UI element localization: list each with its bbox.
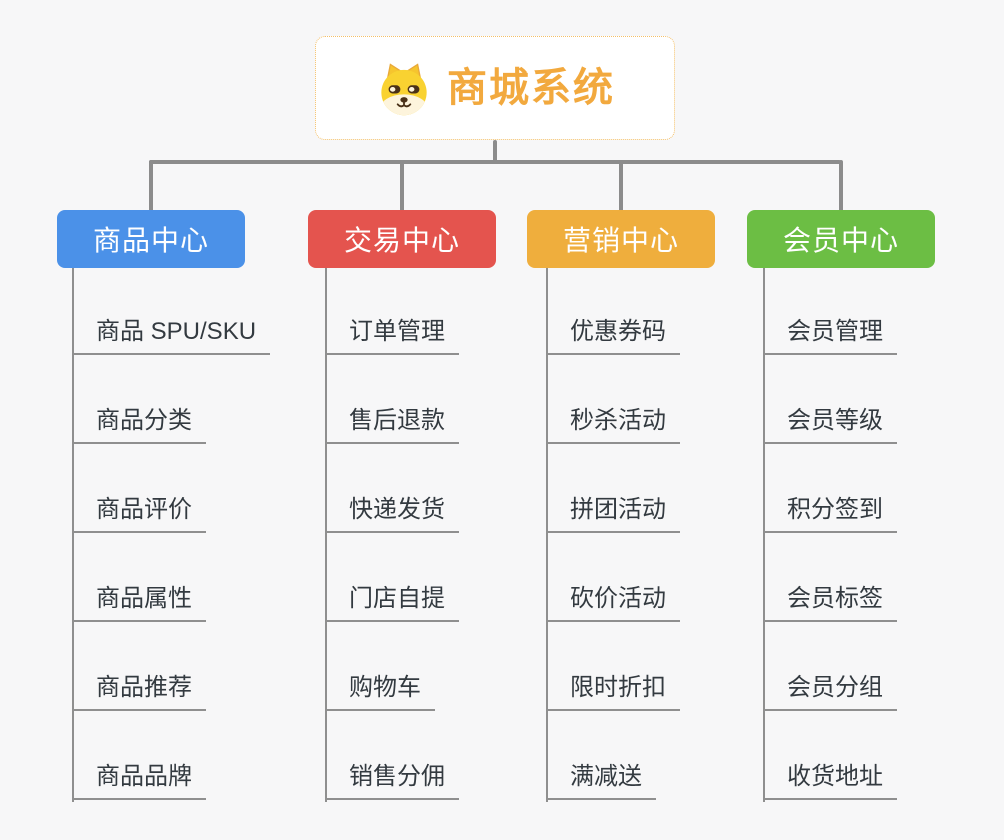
connector-branch-drop [839, 160, 843, 212]
connector-column-spine [546, 268, 548, 802]
leaf-node[interactable]: 快递发货 [325, 495, 459, 533]
leaf-node[interactable]: 门店自提 [325, 584, 459, 622]
branch-node-2[interactable]: 营销中心 [527, 210, 715, 268]
connector-horizontal-rail [149, 160, 841, 164]
leaf-node[interactable]: 积分签到 [763, 495, 897, 533]
connector-root-stem [493, 140, 497, 162]
leaf-node[interactable]: 销售分佣 [325, 762, 459, 800]
leaf-node[interactable]: 订单管理 [325, 317, 459, 355]
leaf-node[interactable]: 商品推荐 [72, 673, 206, 711]
dog-face-icon [381, 63, 427, 116]
leaf-node[interactable]: 商品品牌 [72, 762, 206, 800]
leaf-node[interactable]: 砍价活动 [546, 584, 680, 622]
connector-column-spine [763, 268, 765, 802]
leaf-node[interactable]: 会员等级 [763, 406, 897, 444]
leaf-node[interactable]: 售后退款 [325, 406, 459, 444]
leaf-node[interactable]: 商品 SPU/SKU [72, 317, 271, 355]
root-node[interactable]: 商城系统 [315, 36, 675, 140]
leaf-node[interactable]: 会员分组 [763, 673, 897, 711]
root-title: 商城系统 [447, 66, 615, 110]
leaf-node[interactable]: 商品评价 [72, 495, 206, 533]
leaf-node[interactable]: 拼团活动 [546, 495, 680, 533]
leaf-node[interactable]: 收货地址 [763, 762, 897, 800]
leaf-node[interactable]: 会员管理 [763, 317, 897, 355]
branch-node-0[interactable]: 商品中心 [57, 210, 245, 268]
leaf-node[interactable]: 秒杀活动 [546, 406, 680, 444]
branch-node-1[interactable]: 交易中心 [308, 210, 496, 268]
leaf-node[interactable]: 优惠券码 [546, 317, 680, 355]
leaf-node[interactable]: 商品属性 [72, 584, 206, 622]
leaf-node[interactable]: 购物车 [325, 673, 435, 711]
connector-branch-drop [619, 160, 623, 212]
connector-branch-drop [400, 160, 404, 212]
connector-column-spine [72, 268, 74, 802]
leaf-node[interactable]: 满减送 [546, 762, 656, 800]
leaf-node[interactable]: 商品分类 [72, 406, 206, 444]
connector-column-spine [325, 268, 327, 802]
leaf-node[interactable]: 会员标签 [763, 584, 897, 622]
connector-branch-drop [149, 160, 153, 212]
leaf-node[interactable]: 限时折扣 [546, 673, 680, 711]
branch-node-3[interactable]: 会员中心 [747, 210, 935, 268]
